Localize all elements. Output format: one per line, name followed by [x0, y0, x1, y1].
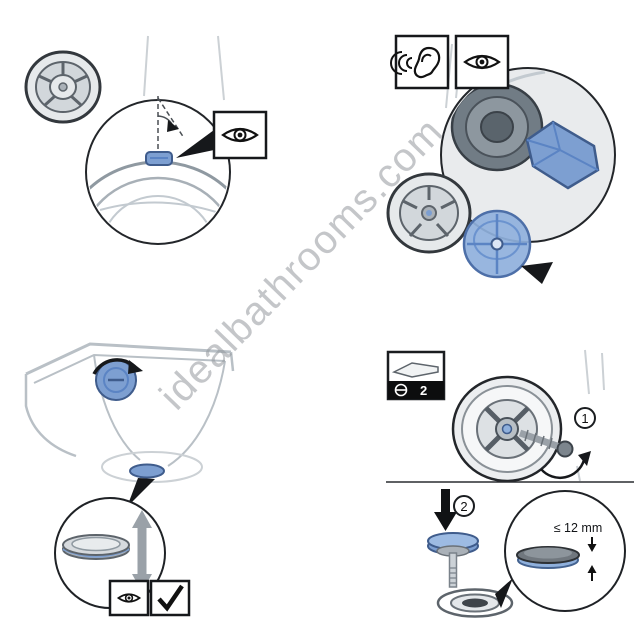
flat-screwdriver-icon [391, 362, 439, 378]
seal-ring-part [24, 50, 102, 124]
panel-top-left [24, 35, 268, 245]
overflow-clip-part [145, 151, 173, 166]
visual-check-box [454, 34, 510, 90]
panel-bottom-left [24, 342, 235, 617]
ear-icon [390, 46, 441, 79]
drain-opening [129, 463, 165, 479]
callout-arrow [127, 478, 155, 507]
zoom-circle-measure: ≤ 12 mm [504, 490, 626, 612]
wall-sketch [143, 35, 225, 101]
drain-ring-part [436, 588, 514, 618]
panel-bottom-right: 2 1 2 [386, 349, 634, 618]
flange-assembly [451, 375, 563, 483]
step-1-badge: 1 [574, 407, 596, 429]
tool-size-label: 2 [420, 383, 427, 398]
callout-arrow [495, 578, 513, 608]
screw [518, 429, 574, 458]
measurement-label: ≤ 12 mm [554, 521, 603, 535]
eye-icon [463, 54, 501, 70]
step-2-badge: 2 [453, 495, 475, 517]
insert-arrow [434, 489, 457, 531]
visual-check-box [212, 110, 268, 160]
rotate-knob [92, 358, 143, 401]
slotted-drive-icon [394, 383, 408, 397]
eye-icon [221, 127, 259, 143]
wall-sketch [576, 349, 605, 482]
listen-check-box [390, 34, 450, 90]
alignment-marks [157, 96, 185, 150]
step-2-label: 2 [460, 499, 467, 514]
plug-detail-sketch [62, 534, 130, 560]
bathtub-sketch [24, 342, 235, 483]
check-icon [157, 584, 184, 612]
tool-spec-box: 2 [386, 350, 446, 401]
dimension-arrows [587, 537, 597, 581]
seal-ring-part [386, 172, 472, 254]
panel-top-right [386, 34, 616, 284]
visual-check-box [108, 579, 150, 617]
eye-icon [116, 593, 142, 603]
insert-arrow [521, 262, 553, 284]
plug-part [427, 532, 479, 588]
blue-cap-part [462, 209, 532, 279]
valve-mechanism-sketch [450, 70, 600, 190]
rotate-arrow [540, 451, 591, 480]
confirm-box [149, 579, 191, 617]
step-1-label: 1 [581, 411, 588, 426]
callout-arrow [176, 130, 214, 158]
